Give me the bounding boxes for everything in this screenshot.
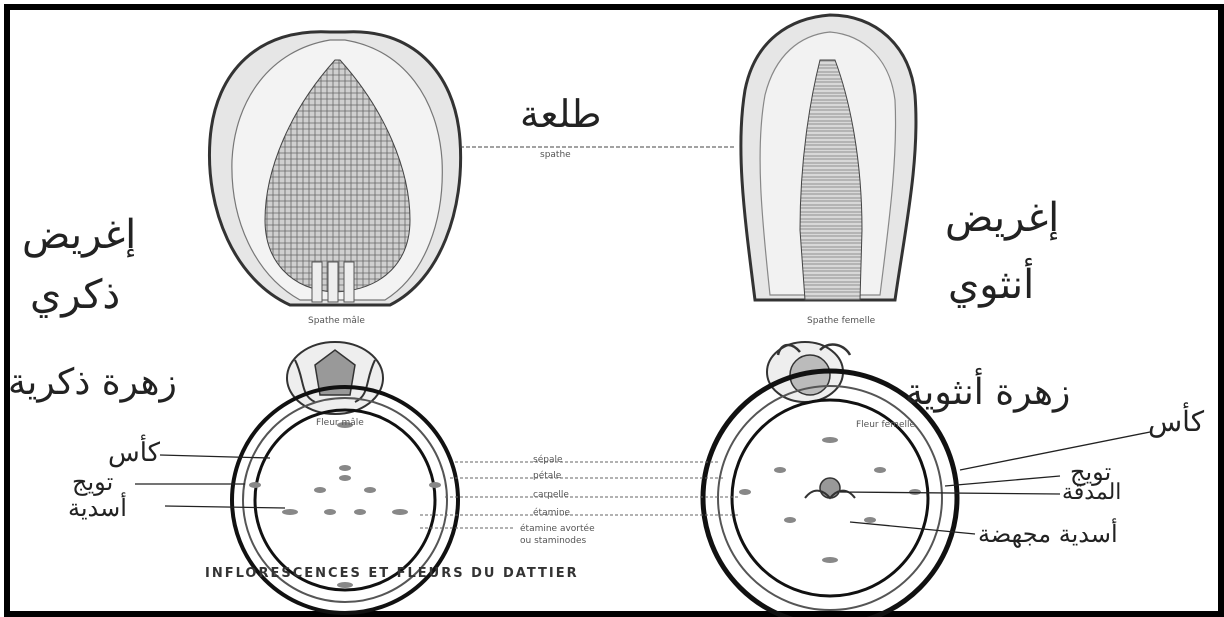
label-corolla-left-ar: تويج [72, 468, 113, 496]
label-staminode-fr-2: ou staminodes [520, 536, 586, 546]
figure-caption: INFLORESCENCES ET FLEURS DU DATTIER [205, 566, 579, 581]
label-carpel-right-ar: المدقة [1062, 480, 1121, 505]
male-spathe-drawing [209, 32, 460, 305]
label-etamine-fr: étamine [533, 508, 570, 518]
label-stamens-left-ar: أسدية [68, 494, 127, 522]
label-female-spathe-ar-2: أنثوي [948, 262, 1034, 308]
label-male-spathe-ar-1: إغريض [22, 212, 136, 258]
label-staminodes-right-ar: أسدية مجهضة [978, 520, 1118, 548]
label-male-flower-ar: زهرة ذكرية [8, 362, 177, 403]
label-male-flower-fr: Fleur mâle [316, 418, 364, 428]
label-calyx-left-ar: كأس [108, 438, 160, 468]
label-petale-fr: pétale [533, 471, 561, 481]
female-spathe-drawing [741, 15, 916, 300]
male-flower-drawing [287, 342, 383, 414]
label-male-spathe-fr: Spathe mâle [308, 316, 365, 326]
label-female-spathe-ar-1: إغريض [945, 195, 1059, 241]
label-calyx-right-ar: كأس [1148, 405, 1204, 438]
label-spathe-ar: طلعة [520, 92, 602, 136]
central-leader-lines [420, 462, 740, 528]
label-spathe-fr: spathe [540, 150, 571, 160]
label-female-spathe-fr: Spathe femelle [807, 316, 875, 326]
label-female-flower-ar: زهرة أنثوية [905, 372, 1070, 413]
label-staminode-fr-1: étamine avortée [520, 524, 595, 534]
label-carpelle-fr: carpelle [533, 490, 569, 500]
label-sepale-fr: sépale [533, 455, 563, 465]
label-male-spathe-ar-2: ذكري [30, 272, 120, 318]
label-female-flower-fr: Fleur femelle [856, 420, 915, 430]
